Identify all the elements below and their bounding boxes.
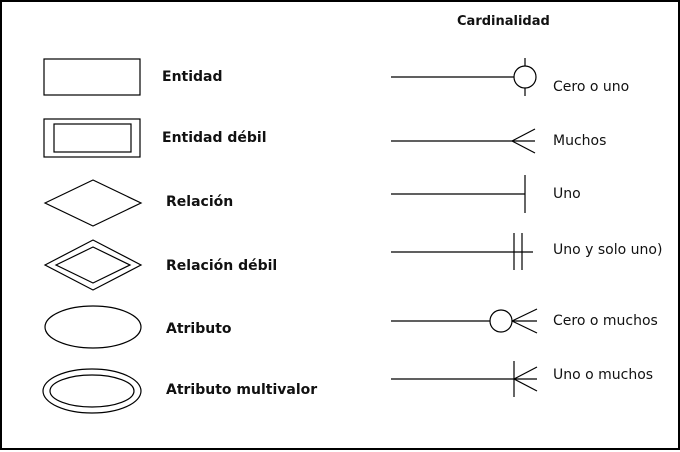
entity-symbol [43,58,141,96]
one-and-only-one-label: Uno y solo uno) [553,242,663,258]
one-or-many-label: Uno o muchos [553,367,654,383]
multivalued-attribute-label: Atributo multivalor [166,382,318,398]
one-connector [391,175,526,213]
attribute-symbol [44,305,142,349]
relation-symbol [43,179,143,227]
one-or-many-connector [391,361,538,397]
weak-entity-label: Entidad débil [162,130,267,146]
zero-or-many-label: Cero o muchos [553,313,658,329]
one-and-only-one-connector [391,233,533,270]
relation-label: Relación [166,194,234,210]
weak-entity-symbol [43,118,141,158]
cardinality-title: Cardinalidad [457,14,550,29]
attribute-label: Atributo [166,321,232,337]
one-label: Uno [553,186,581,202]
weak-relation-symbol [43,239,143,291]
weak-relation-label: Relación débil [166,258,278,274]
entity-label: Entidad [162,69,223,85]
zero-or-one-connector [391,58,537,96]
many-connector [391,128,536,154]
zero-or-one-label: Cero o uno [553,79,630,95]
zero-or-many-connector [391,308,538,334]
multivalued-attribute-symbol [42,368,142,414]
many-label: Muchos [553,133,607,149]
